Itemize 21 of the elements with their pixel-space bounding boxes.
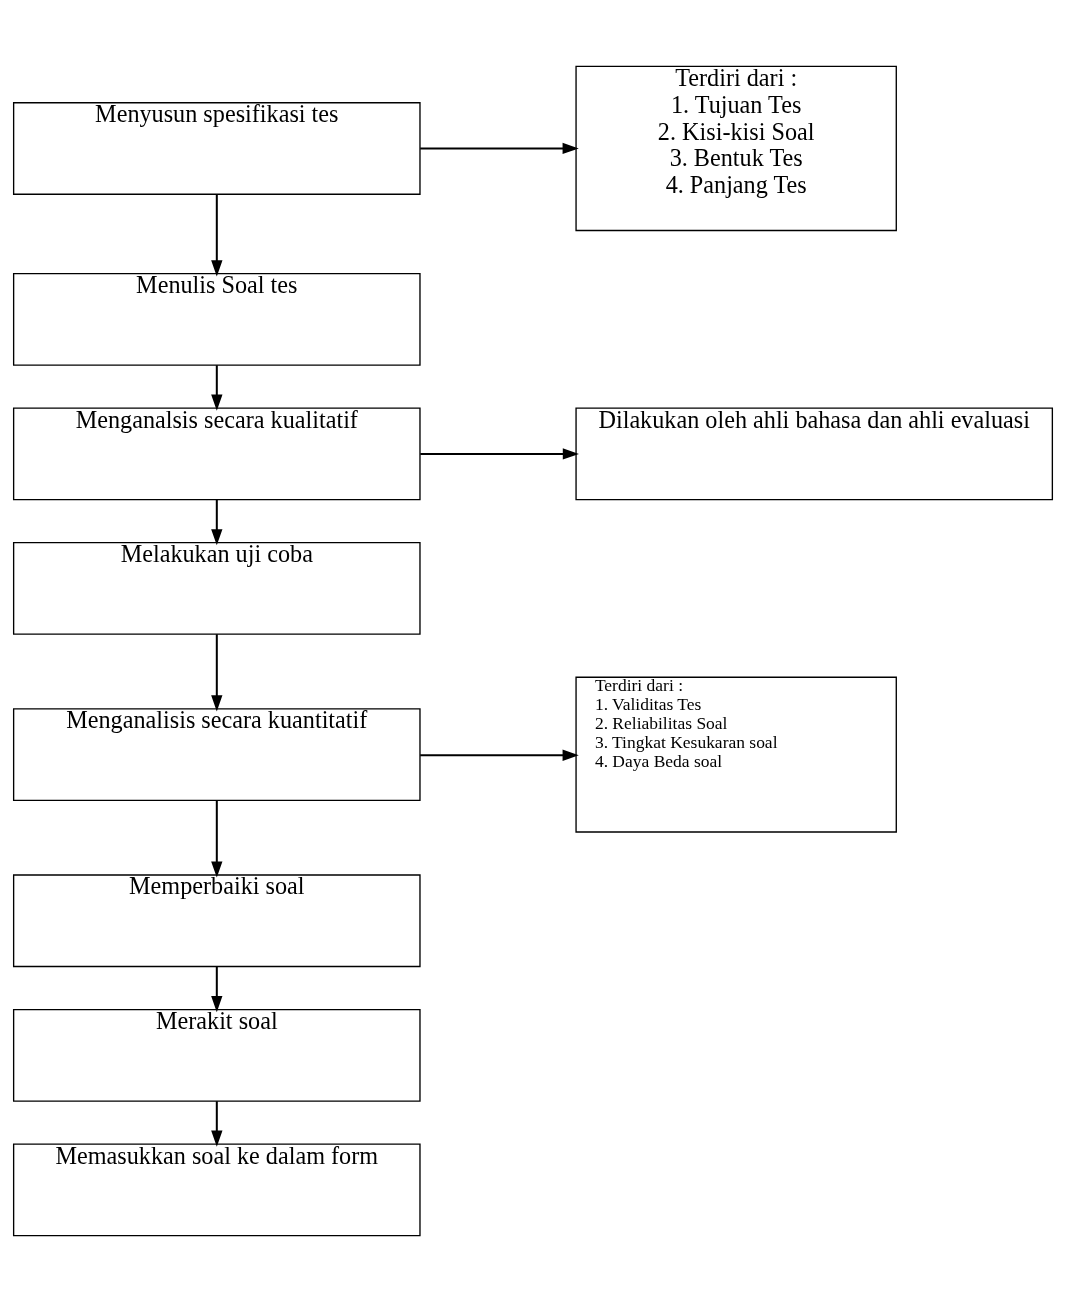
node-box: Memasukkan soal ke dalam form	[12, 1143, 421, 1237]
arrow	[420, 749, 579, 761]
node-box: Menganalsis secara kualitatif	[12, 407, 421, 501]
arrow	[211, 966, 223, 1013]
arrow	[420, 448, 579, 460]
node-box: Melakukan uji coba	[12, 542, 421, 635]
node-box: Menulis Soal tes	[12, 272, 421, 366]
arrow	[211, 499, 223, 546]
node-box: Memperbaiki soal	[12, 874, 421, 968]
node-box: Menganalisis secara kuantitatif	[12, 708, 421, 802]
node-box: Terdiri dari : 1. Tujuan Tes 2. Kisi-kisi Soal 3. Bentuk Tes 4. Panjang Tes	[575, 65, 897, 232]
arrow	[211, 800, 223, 878]
arrow	[211, 365, 223, 411]
node-box: Menyusun spesifikasi tes	[12, 102, 421, 195]
arrow	[211, 194, 223, 277]
arrow	[211, 634, 223, 712]
node-box: Merakit soal	[12, 1008, 421, 1102]
node-box: Terdiri dari : 1. Validitas Tes 2. Reliabilitas Soal 3. Tingkat Kesukaran soal 4. Daya Beda soal	[575, 676, 897, 833]
arrow	[420, 142, 579, 155]
arrow	[211, 1101, 223, 1147]
node-box: Dilakukan oleh ahli bahasa dan ahli evaluasi	[575, 407, 1054, 501]
